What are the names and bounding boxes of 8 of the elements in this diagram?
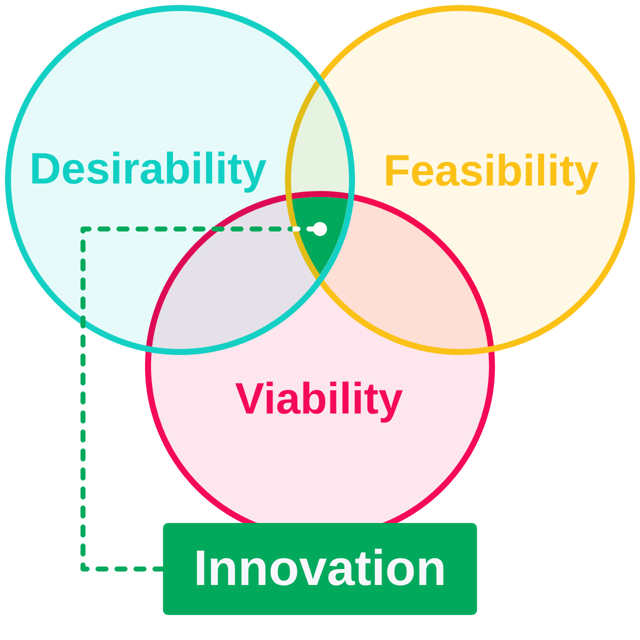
- label-text: Innovation: [194, 540, 446, 598]
- intersection-region: [291, 196, 349, 276]
- label-box: [163, 523, 477, 615]
- circle-title: Desirability: [29, 144, 267, 196]
- circle-title: Viability: [235, 374, 403, 426]
- leader-line: [80, 222, 327, 572]
- circle-title: Feasibility: [383, 146, 599, 198]
- venn-circle: [5, 5, 355, 355]
